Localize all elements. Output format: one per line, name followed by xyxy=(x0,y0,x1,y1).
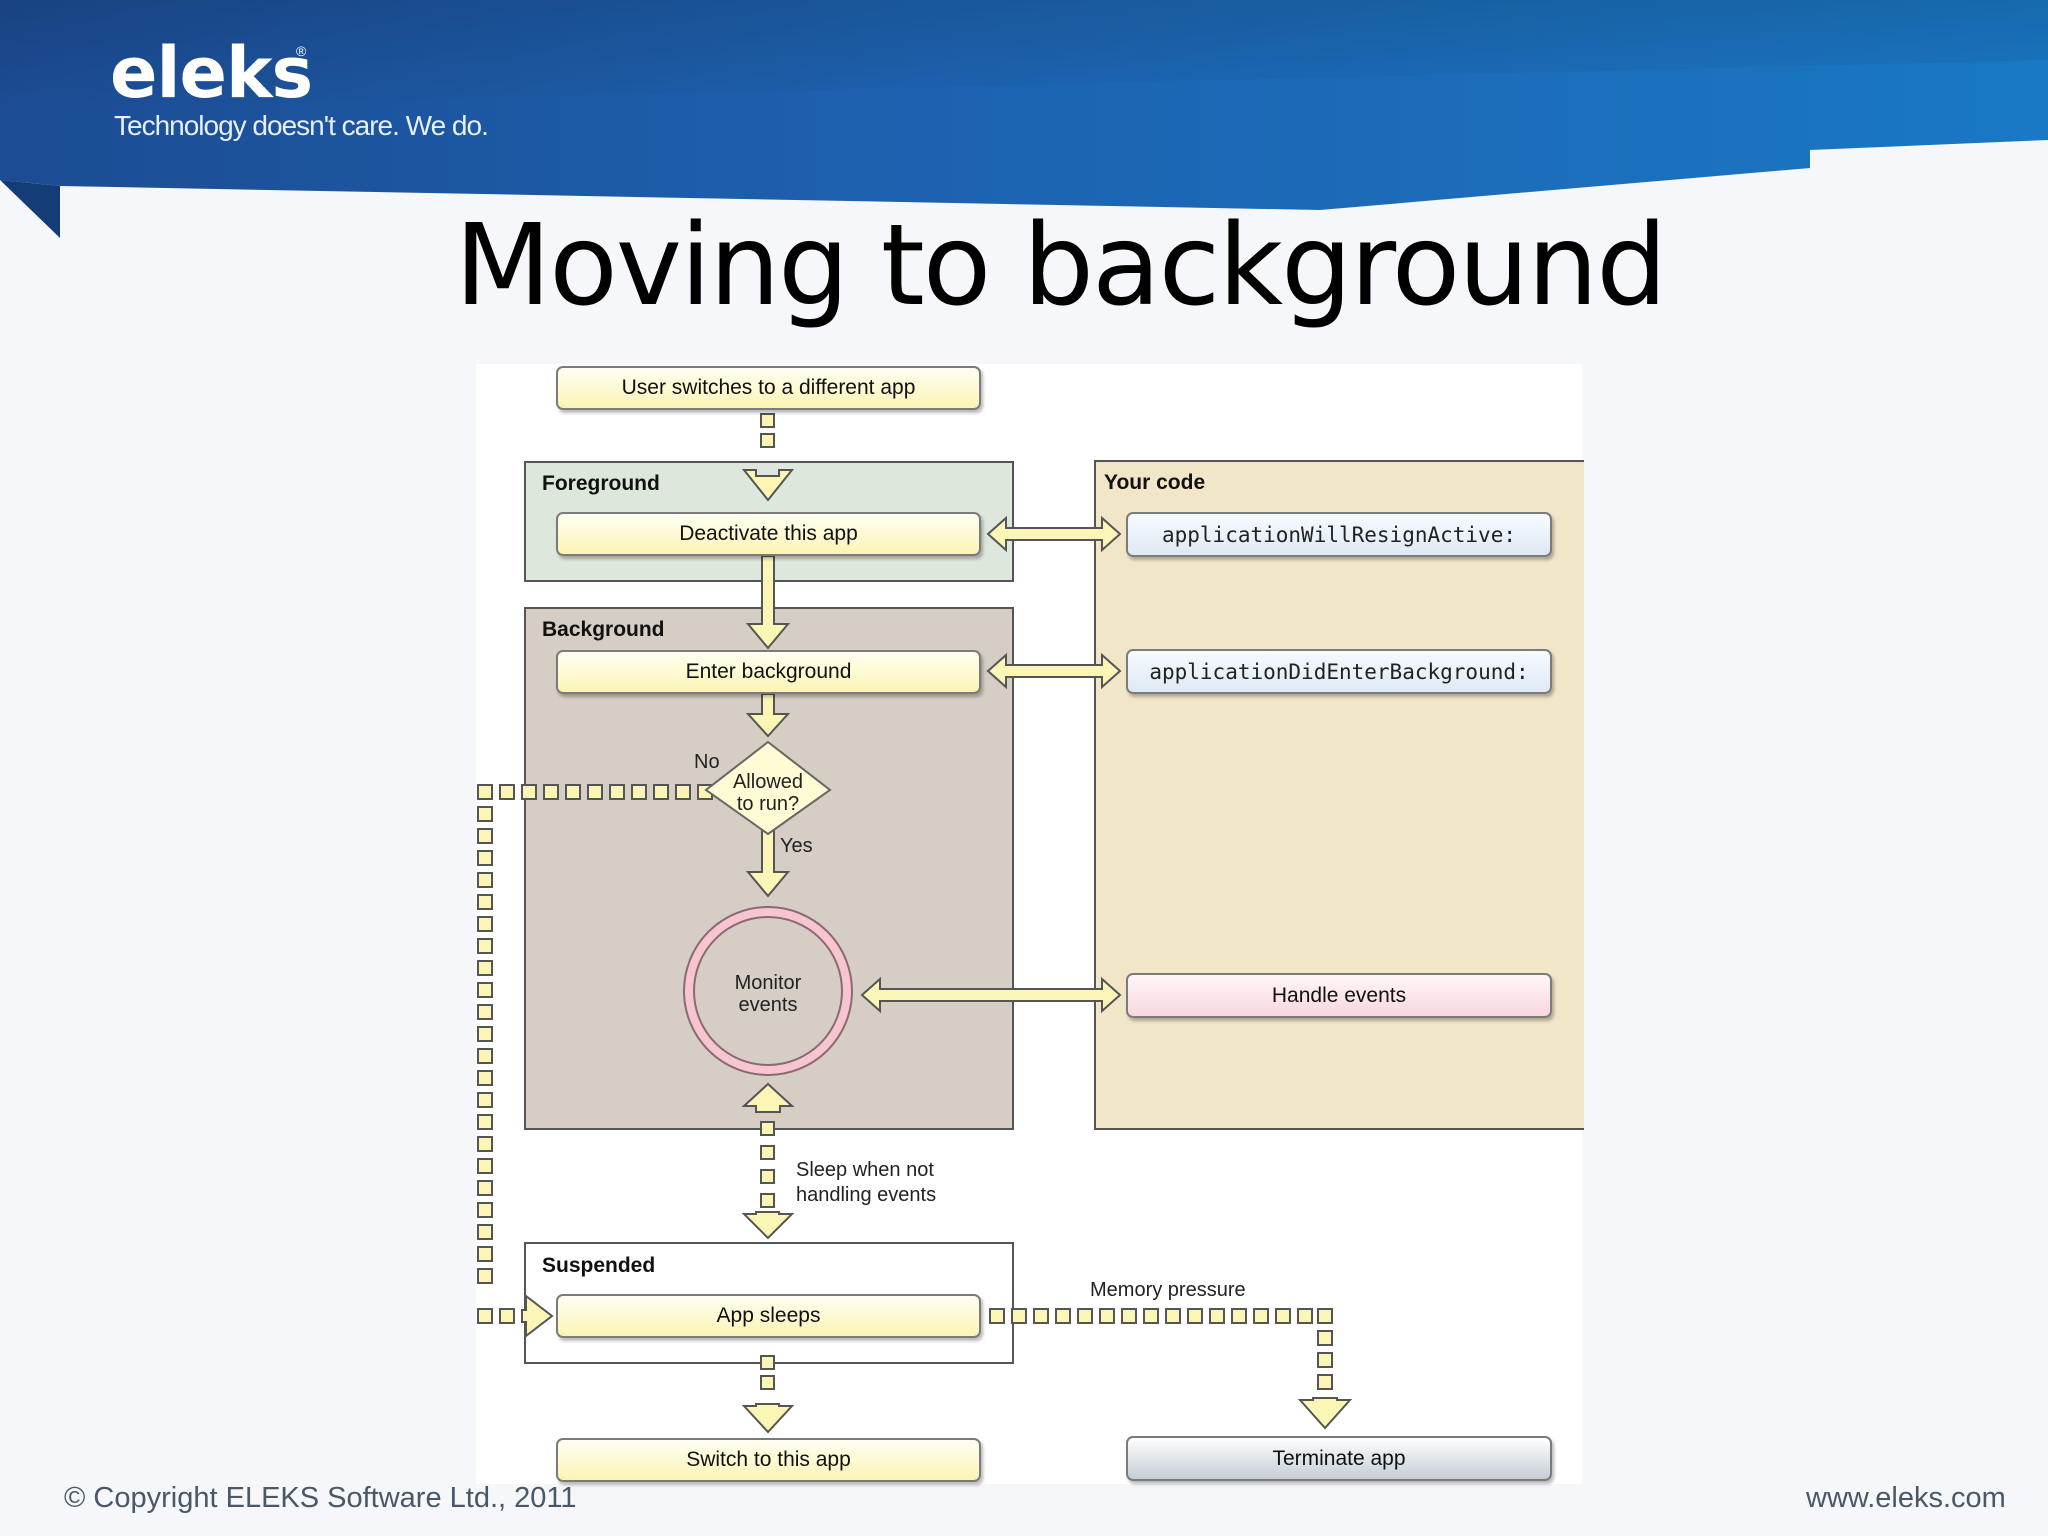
arrow-double xyxy=(986,515,1122,553)
arrow-solid xyxy=(745,825,791,898)
label-sleep-line2: handling events xyxy=(796,1184,937,1206)
node-handle-events: Handle events xyxy=(1126,973,1552,1018)
arrow-solid xyxy=(745,555,791,650)
website-link[interactable]: www.eleks.com xyxy=(1806,1482,2006,1514)
logo-wordmark: eleks xyxy=(110,32,313,114)
node-user-switches: User switches to a different app xyxy=(556,366,981,410)
registered-mark: ® xyxy=(296,43,307,59)
allowed-diamond xyxy=(704,740,832,836)
arrow-head xyxy=(741,469,795,502)
arrow-head xyxy=(741,1211,795,1240)
label-sleep-line1: Sleep when not xyxy=(796,1159,934,1181)
node-deactivate: Deactivate this app xyxy=(556,512,981,556)
arrow-head xyxy=(1297,1397,1353,1430)
node-did-enter-background: applicationDidEnterBackground: xyxy=(1126,649,1552,694)
node-app-sleeps: App sleeps xyxy=(556,1294,981,1338)
node-will-resign-active: applicationWillResignActive: xyxy=(1126,512,1552,557)
slide-title: Moving to background xyxy=(454,201,1668,331)
copyright-text: © Copyright ELEKS Software Ltd., 2011 xyxy=(64,1482,577,1514)
label-yes: Yes xyxy=(780,835,813,857)
arrow-double xyxy=(860,976,1122,1014)
tagline: Technology doesn't care. We do. xyxy=(114,110,489,141)
diamond-text-line2: to run? xyxy=(736,793,800,815)
region-label-suspended: Suspended xyxy=(542,1254,656,1277)
node-enter-background: Enter background xyxy=(556,650,981,694)
region-label-background: Background xyxy=(542,618,665,641)
region-label-foreground: Foreground xyxy=(542,472,660,495)
arrow-head xyxy=(521,1293,554,1339)
arrow-up xyxy=(741,1082,795,1113)
monitor-text-line1: Monitor xyxy=(734,972,802,994)
region-your-code xyxy=(1094,460,1584,1130)
arrow-solid xyxy=(745,693,791,738)
arrow-double xyxy=(986,652,1122,690)
node-terminate-app: Terminate app xyxy=(1126,1436,1552,1481)
monitor-text-line2: events xyxy=(738,994,798,1016)
region-label-your-code: Your code xyxy=(1104,471,1206,494)
diamond-text-line1: Allowed xyxy=(732,771,804,793)
label-memory-pressure: Memory pressure xyxy=(1090,1279,1246,1301)
label-no: No xyxy=(694,751,720,773)
node-switch-to-app: Switch to this app xyxy=(556,1438,981,1482)
arrow-head xyxy=(741,1403,795,1434)
